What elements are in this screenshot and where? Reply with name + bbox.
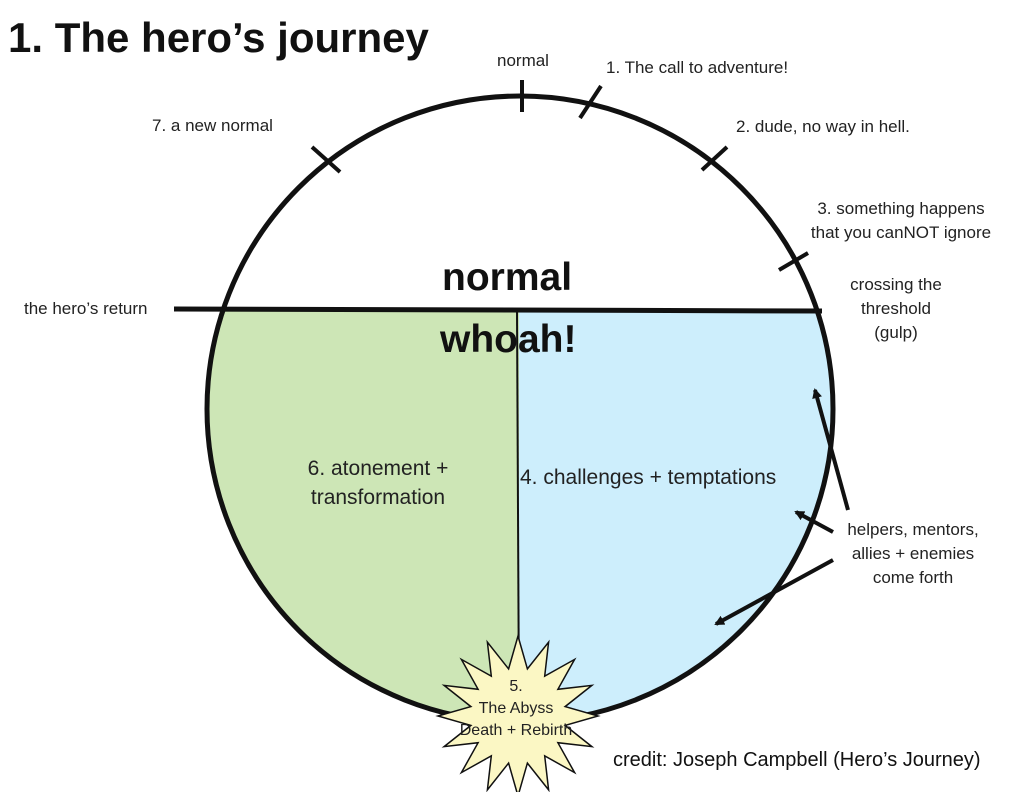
tick-something-happens: [777, 251, 810, 272]
label-threshold-line2: threshold: [861, 299, 931, 318]
label-something-happens-line2: that you canNOT ignore: [810, 223, 992, 242]
label-helpers-line2: allies + enemies: [851, 544, 975, 563]
section-atonement: 6. atonement + transformation: [280, 454, 476, 512]
label-top-normal: normal: [497, 51, 549, 70]
section-atonement-line2: transformation: [310, 486, 446, 509]
label-heros-return: the hero’s return: [24, 299, 148, 318]
label-call-to-adventure: 1. The call to adventure!: [606, 58, 789, 77]
tick-new-normal: [310, 145, 342, 174]
abyss-star: [435, 633, 601, 792]
tick-refusal: [700, 145, 729, 172]
zone-label-whoah: whoah!: [440, 318, 577, 361]
label-crossing-threshold: crossing the threshold (gulp): [834, 273, 958, 345]
abyss-label-line1: 5.: [509, 678, 523, 695]
helper-arrow-upper: [812, 388, 850, 511]
label-helpers: helpers, mentors, allies + enemies come …: [834, 518, 992, 590]
threshold-line: [173, 306, 823, 314]
tick-call-to-adventure: [578, 84, 603, 120]
abyss-label-line3: Death + Rebirth: [459, 722, 573, 739]
label-something-happens: 3. something happens that you canNOT ign…: [798, 197, 1004, 245]
label-threshold-line1: crossing the: [850, 275, 942, 294]
label-helpers-line1: helpers, mentors,: [847, 520, 979, 539]
helper-arrow-lower: [714, 558, 834, 626]
label-something-happens-line1: 3. something happens: [817, 199, 985, 218]
credit-line: credit: Joseph Campbell (Hero’s Journey): [613, 749, 981, 771]
label-helpers-line3: come forth: [872, 568, 954, 587]
zone-label-normal: normal: [442, 256, 573, 299]
helper-arrow-middle: [794, 510, 834, 534]
label-new-normal: 7. a new normal: [152, 116, 273, 135]
page-title: 1. The hero’s journey: [8, 14, 429, 61]
label-threshold-line3: (gulp): [874, 323, 918, 342]
section-atonement-line1: 6. atonement +: [307, 457, 449, 480]
abyss-label-line2: The Abyss: [478, 700, 554, 717]
abyss-label: 5. The Abyss Death + Rebirth: [436, 676, 596, 742]
section-challenges: 4. challenges + temptations: [520, 466, 777, 489]
label-refusal: 2. dude, no way in hell.: [736, 117, 910, 136]
